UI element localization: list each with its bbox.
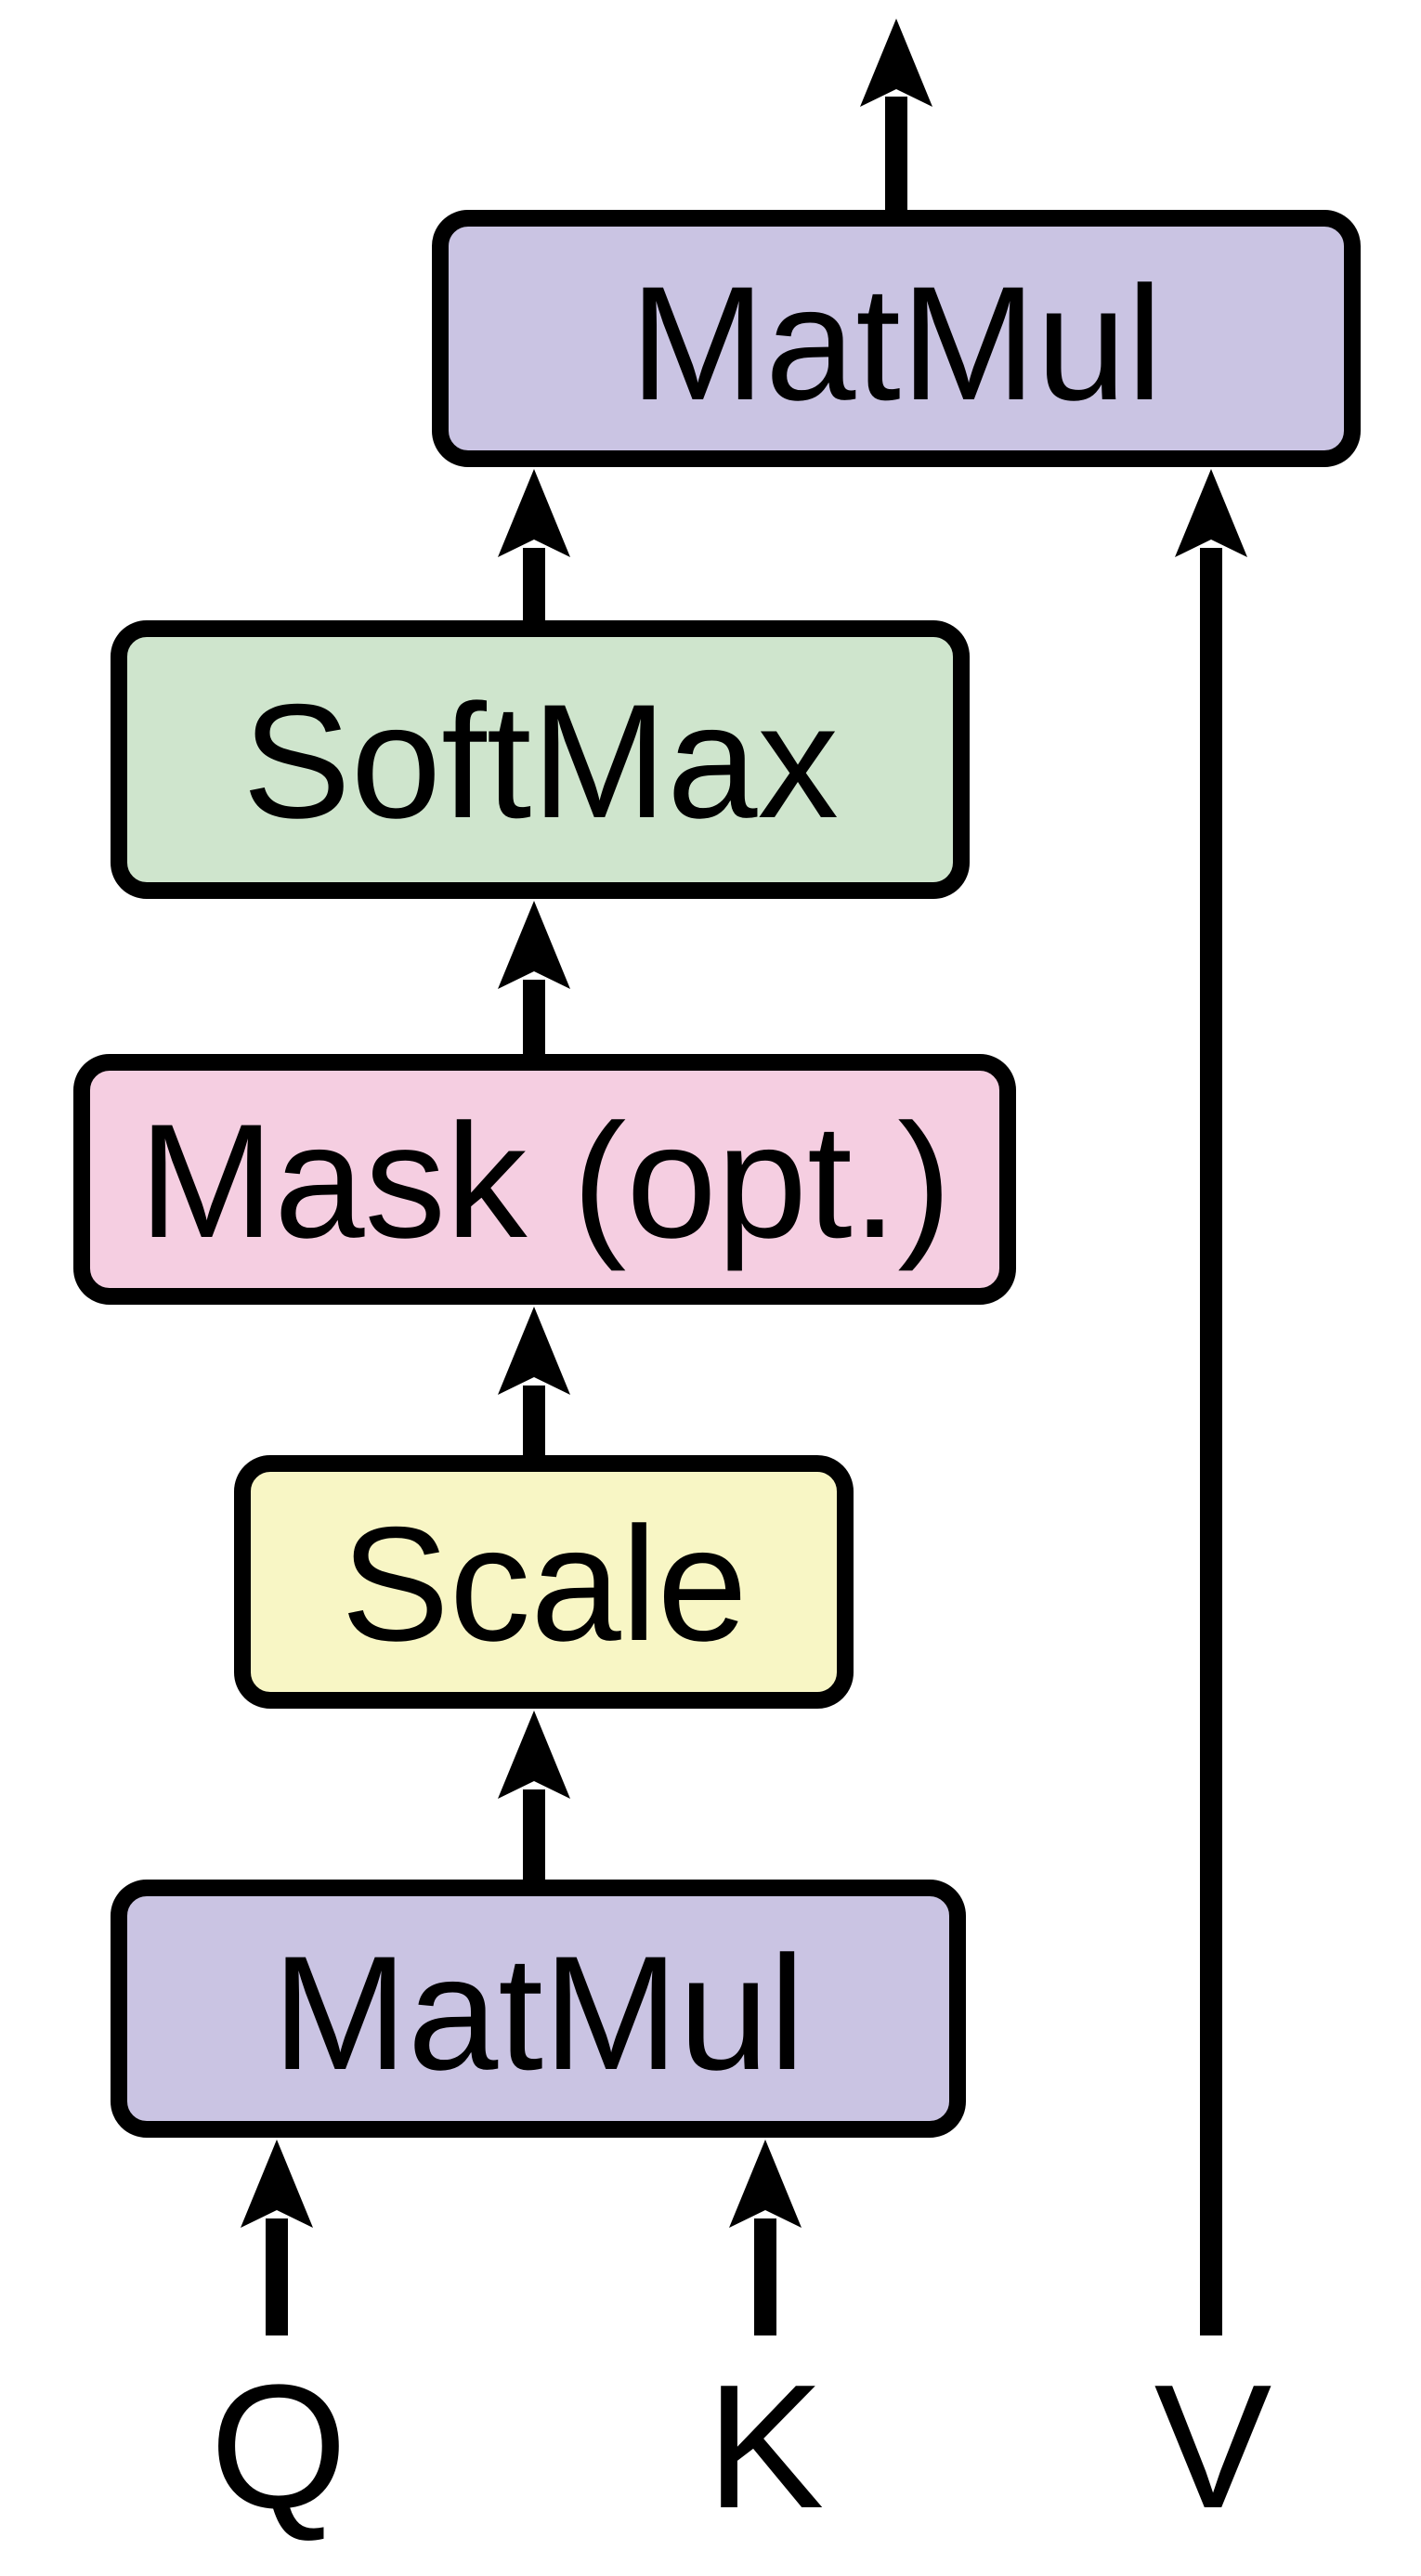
node-mask-box	[73, 1054, 1016, 1305]
node-softmax: SoftMax	[111, 620, 970, 899]
node-softmax-label: SoftMax	[242, 671, 839, 852]
node-mask-label: Mask (opt.)	[138, 1091, 951, 1272]
arrow-up-icon	[729, 2140, 802, 2228]
node-matmul-top-label: MatMul	[630, 254, 1163, 435]
arrow-up-icon	[1175, 469, 1247, 557]
node-matmul-bottom: MatMul	[111, 1880, 966, 2138]
input-label-q: Q	[210, 2348, 347, 2545]
arrow-up-icon	[241, 2140, 313, 2228]
arrow-up-icon	[498, 1307, 570, 1395]
node-matmul-bottom-box	[111, 1880, 966, 2138]
arrow-up-icon	[498, 901, 570, 989]
arrow-up-icon	[498, 1711, 570, 1799]
node-scale: Scale	[234, 1455, 854, 1709]
edge-v-to-matmul	[1175, 469, 1247, 2335]
edge-k-to-matmul	[729, 2140, 802, 2335]
arrow-up-icon	[860, 19, 932, 107]
node-softmax-box	[111, 620, 970, 899]
edge-output-arrow	[860, 19, 932, 212]
input-label-k: K	[707, 2348, 825, 2545]
input-label-v: V	[1154, 2348, 1272, 2545]
node-mask: Mask (opt.)	[73, 1054, 1016, 1305]
arrow-up-icon	[498, 469, 570, 557]
node-scale-label: Scale	[341, 1494, 748, 1675]
edge-q-to-matmul	[241, 2140, 313, 2335]
node-matmul-bottom-label: MatMul	[272, 1923, 805, 2104]
node-matmul-top: MatMul	[432, 210, 1361, 467]
edge-softmax-to-matmul	[498, 469, 570, 622]
node-matmul-top-box	[432, 210, 1361, 467]
edge-mask-to-softmax	[498, 901, 570, 1056]
edge-scale-to-mask	[498, 1307, 570, 1457]
edge-matmul-to-scale	[498, 1711, 570, 1881]
node-scale-box	[234, 1455, 854, 1709]
